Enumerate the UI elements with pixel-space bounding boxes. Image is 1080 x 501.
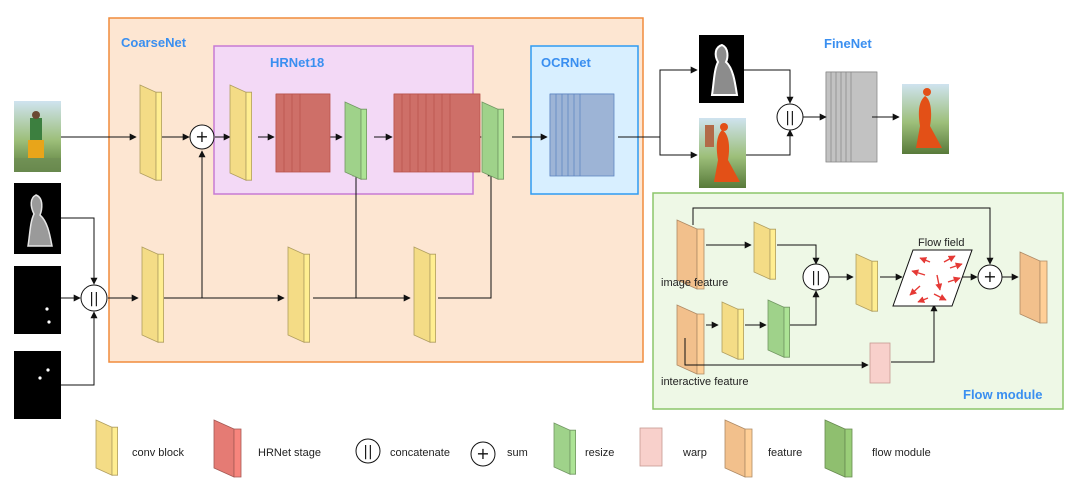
warp-block [869,342,891,384]
concat-op: || [80,284,108,312]
edge-alpha-to-concat [744,69,794,104]
svg-text:||: || [89,291,98,307]
edge-warp-to-flowfield [891,304,938,363]
edge-resize-to-flowconcat [790,290,820,326]
trimap-input [14,183,61,254]
conv-block [229,84,253,181]
edge-click2-to-concat [61,311,98,386]
legend-swatch-warp [639,427,663,467]
edge-fg-to-concat [746,129,794,156]
coarsenet-title: CoarseNet [121,35,187,50]
legend-swatch-sum: + [470,441,496,467]
output-image [902,84,949,154]
conv-block [721,301,744,360]
interactive-feature-label: interactive feature [661,376,748,388]
legend-label-resize: resize [585,447,614,459]
flow-concat-op: || [802,263,830,291]
legend-label-warp: warp [682,447,707,459]
legend-swatch-concat: || [355,438,381,464]
legend-label-concat: concatenate [390,447,450,459]
edge-trimap-to-concat [61,217,98,285]
legend-sum-swatch [470,441,496,467]
conv-block [287,246,311,343]
resize-block [344,101,368,180]
hrnet18-title: HRNet18 [270,55,324,70]
svg-text:+: + [983,267,996,286]
conv-block [139,84,163,181]
edge-ocr-to-fine-top [618,66,698,138]
flow-module-output [1019,251,1048,324]
foreground-image [699,118,746,188]
legend-conv-swatch [95,419,118,476]
conv-block [413,246,437,343]
legend-resize-swatch [553,422,576,475]
svg-text:+: + [195,127,208,146]
conv-block [753,221,776,280]
hrnet-stage [275,93,331,173]
image-feature [676,219,705,290]
legend-concat-symbol: || [363,444,372,460]
legend: conv block HRNet stage || concatenate + sum re… [95,419,931,478]
edge-conv-to-flowconcat [777,244,820,265]
legend-concat-swatch [355,438,381,464]
legend-swatch-conv [95,419,118,476]
interactive-feature [676,304,705,375]
click-map-input-2 [14,351,61,419]
ocrnet-block [549,93,615,177]
svg-text:||: || [785,110,794,126]
input-image [14,101,61,172]
conv-block [141,246,165,343]
legend-swatch-flowmod [824,419,853,478]
legend-label-flowmod: flow module [872,447,931,459]
finenet-block [825,71,878,163]
flow-sum-op: + [977,264,1003,290]
legend-sum-symbol: + [476,444,489,463]
legend-flowmod-swatch [824,419,853,478]
legend-swatch-feature [724,419,753,478]
image-feature-label: image feature [661,277,728,289]
fine-concat-op: || [776,103,804,131]
legend-label-conv: conv block [132,447,184,459]
legend-label-feature: feature [768,447,802,459]
edge-intfeat-to-warp [684,338,869,369]
legend-warp-swatch [639,427,663,467]
legend-swatch-hrnet [213,419,242,478]
ocrnet-title: OCRNet [541,55,592,70]
finenet-title: FineNet [824,36,872,51]
edge-ocr-to-fine-bottom [659,137,698,159]
legend-hrnet-swatch [213,419,242,478]
svg-text:||: || [811,270,820,286]
legend-swatch-resize [553,422,576,475]
legend-label-hrnet: HRNet stage [258,447,321,459]
hrnet-stage [393,93,481,173]
flow-field [892,249,973,307]
legend-label-sum: sum [507,447,528,459]
legend-feature-swatch [724,419,753,478]
alpha-prediction-image [699,35,744,103]
flow-module-title: Flow module [963,387,1042,402]
click-map-input-1 [14,266,61,334]
conv-block [855,253,878,312]
resize-block [767,299,790,358]
flow-field-label: Flow field [918,237,964,249]
edge-imgfeat-skip [692,207,994,265]
sum-op: + [189,124,215,150]
edge-conv3-to-resize [438,169,495,299]
resize-block [481,101,505,180]
